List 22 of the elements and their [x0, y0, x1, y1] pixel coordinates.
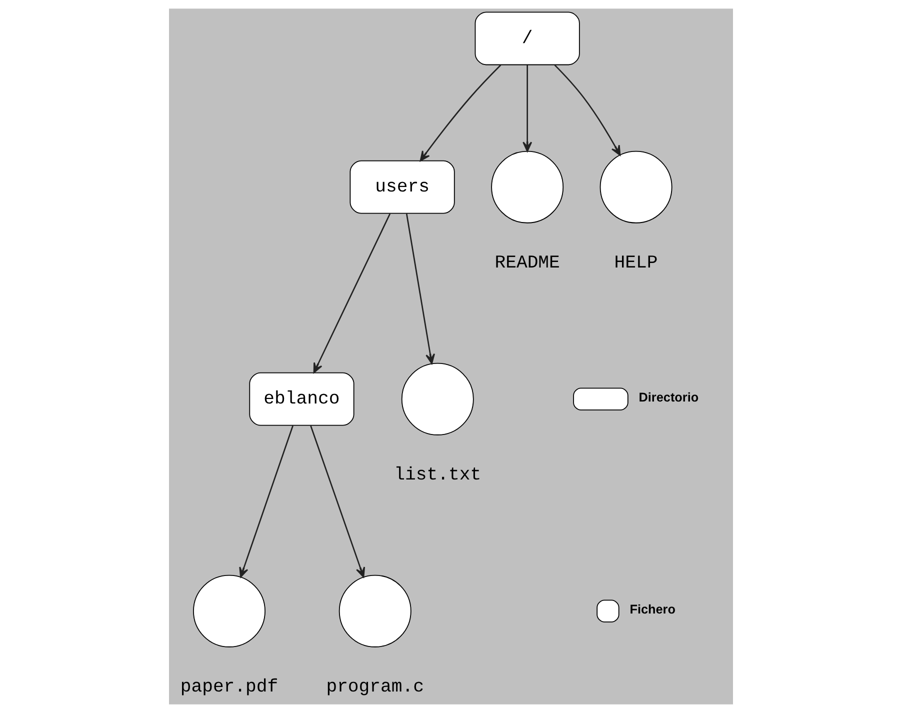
arrow	[554, 64, 621, 156]
node-box: users	[350, 160, 455, 214]
node-circle	[401, 362, 474, 436]
node-label: program.c	[326, 678, 424, 698]
legend-label: Fichero	[630, 602, 676, 617]
node-label: HELP	[614, 254, 658, 274]
arrow	[310, 426, 366, 578]
node-label: list.txt	[394, 466, 482, 486]
node-label: paper.pdf	[180, 678, 278, 698]
node-circle	[193, 574, 266, 648]
node-label: README	[494, 254, 560, 274]
node-circle	[338, 574, 412, 648]
arrow	[313, 213, 391, 374]
node-circle	[600, 150, 672, 224]
legend-label: Directorio	[638, 390, 699, 405]
node-circle	[491, 150, 564, 224]
node-box: /	[474, 12, 580, 66]
node-box: eblanco	[249, 372, 354, 426]
arrow	[406, 214, 435, 364]
arrow	[522, 64, 532, 152]
arrow	[420, 64, 502, 162]
arrow	[239, 426, 294, 578]
